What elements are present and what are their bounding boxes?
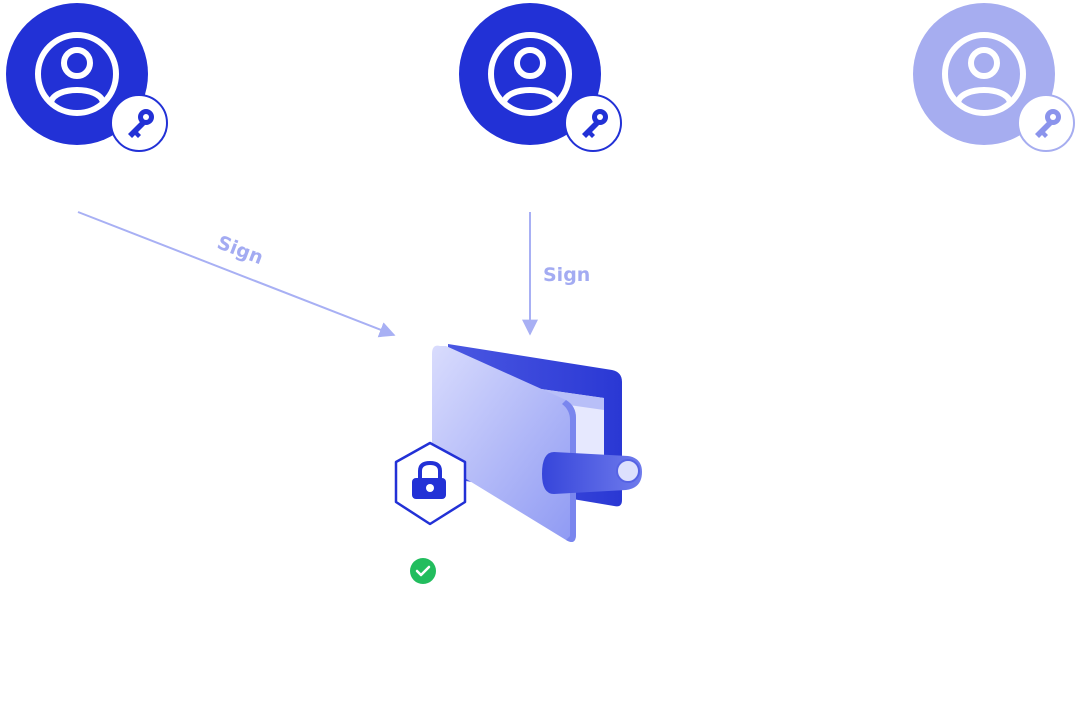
arrow [77,211,396,338]
key-badge [564,94,622,152]
edge-label: Sign [543,264,590,286]
edge-signer-2: Sign [522,212,590,336]
edge-label: Sign [214,232,266,269]
edge-signer-1: Sign [77,211,396,338]
signer-1 [6,3,168,152]
wallet-icon [432,344,642,542]
signer-2 [459,3,622,152]
check-circle-icon [410,558,436,584]
key-icon [1035,109,1061,138]
key-badge [1017,94,1075,152]
key-icon [582,109,608,138]
key-badge [110,94,168,152]
signer-3 [913,3,1075,152]
user-icon [942,32,1026,116]
user-icon [35,32,119,116]
shield-lock-icon [394,441,467,526]
user-icon [488,32,572,116]
key-icon [128,109,154,138]
